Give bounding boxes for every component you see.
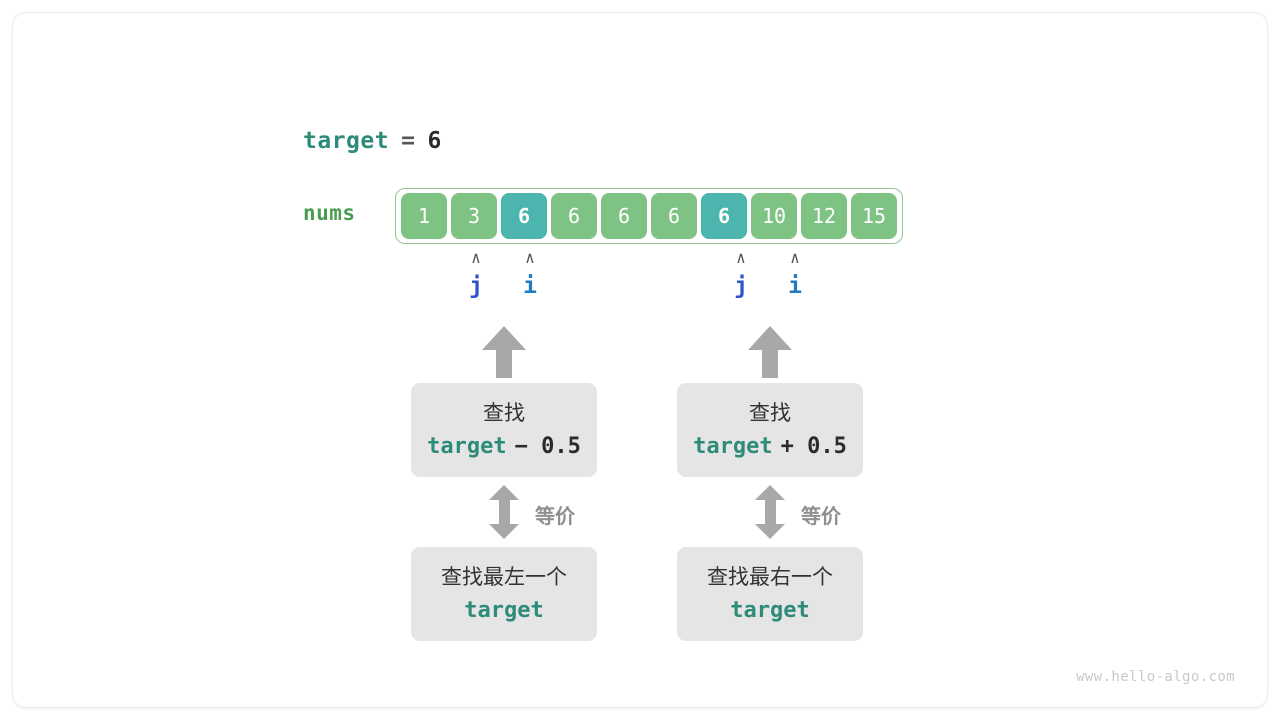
target-declaration: target = 6	[303, 124, 442, 158]
nums-array: 1 3 6 6 6 6 6 10 12 15	[395, 188, 903, 244]
array-cell: 6	[701, 193, 747, 239]
box-line-description: 查找最右一个	[707, 565, 833, 589]
double-arrow-icon-right	[755, 485, 785, 539]
upper-box-right: 查找 target + 0.5	[677, 383, 863, 477]
caret-icon: ∧	[790, 248, 800, 267]
box-line-search: 查找	[483, 401, 525, 425]
array-cell: 6	[601, 193, 647, 239]
footer-watermark: www.hello-algo.com	[1076, 669, 1235, 685]
target-equals-sign: =	[401, 128, 416, 154]
equivalence-label-left: 等价	[535, 504, 575, 528]
box-line-keyword: target	[730, 596, 809, 626]
array-cell: 15	[851, 193, 897, 239]
box-keyword: target	[730, 598, 810, 623]
diagram-canvas: target = 6 nums 1 3 6 6 6 6 6 10 12 15 ∧…	[12, 12, 1268, 708]
double-arrow-icon-left	[489, 485, 519, 539]
array-label: nums	[303, 201, 356, 225]
array-cell: 6	[501, 193, 547, 239]
array-cell: 1	[401, 193, 447, 239]
pointer-label: i	[523, 273, 537, 299]
array-cell: 6	[651, 193, 697, 239]
caret-icon: ∧	[471, 248, 481, 267]
pointer-j-right: ∧ j	[721, 248, 761, 300]
box-line-expression: target − 0.5	[427, 432, 581, 462]
equivalence-label-right: 等价	[801, 504, 841, 528]
pointer-label: j	[469, 273, 483, 299]
lower-box-left: 查找最左一个 target	[411, 547, 597, 641]
caret-icon: ∧	[525, 248, 535, 267]
pointer-i-left: ∧ i	[510, 248, 550, 300]
array-cell: 12	[801, 193, 847, 239]
box-line-expression: target + 0.5	[693, 432, 847, 462]
box-operator: − 0.5	[514, 434, 581, 459]
box-keyword: target	[464, 598, 544, 623]
up-arrow-icon-right	[748, 326, 792, 378]
pointer-label: j	[734, 273, 748, 299]
target-variable-name: target	[303, 128, 390, 154]
lower-box-right: 查找最右一个 target	[677, 547, 863, 641]
array-cell: 3	[451, 193, 497, 239]
box-line-search: 查找	[749, 401, 791, 425]
array-cell: 6	[551, 193, 597, 239]
pointer-i-right: ∧ i	[775, 248, 815, 300]
pointer-j-left: ∧ j	[456, 248, 496, 300]
target-value: 6	[427, 128, 442, 154]
box-line-keyword: target	[464, 596, 543, 626]
upper-box-left: 查找 target − 0.5	[411, 383, 597, 477]
pointer-label: i	[788, 273, 802, 299]
box-operator: + 0.5	[780, 434, 847, 459]
up-arrow-icon-left	[482, 326, 526, 378]
box-line-description: 查找最左一个	[441, 565, 567, 589]
box-keyword: target	[693, 434, 773, 459]
array-cell: 10	[751, 193, 797, 239]
box-keyword: target	[427, 434, 507, 459]
caret-icon: ∧	[736, 248, 746, 267]
